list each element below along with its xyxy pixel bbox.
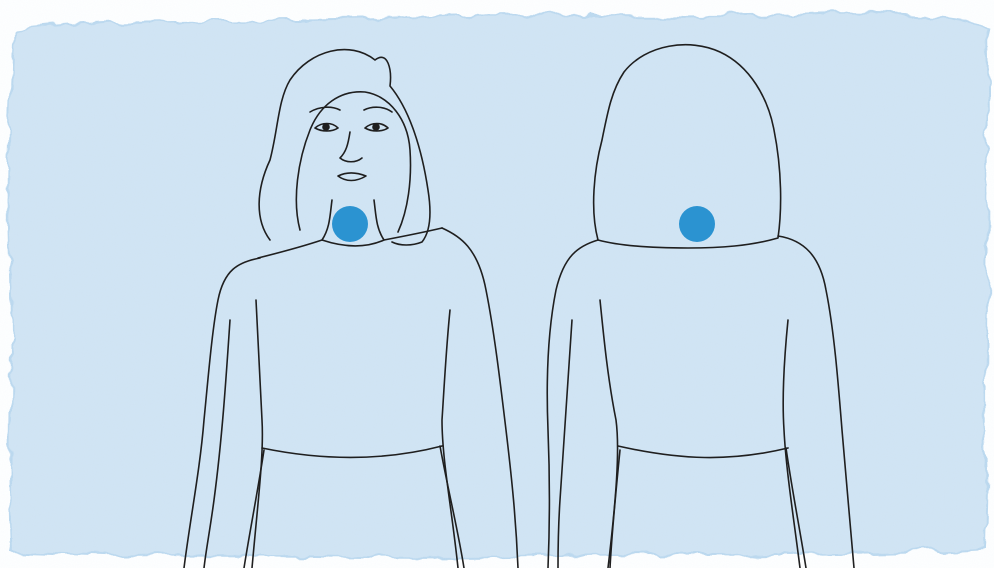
back-figure-drawing <box>520 0 880 568</box>
back-figure <box>520 0 880 568</box>
back-left-arm-outer <box>547 240 598 568</box>
front-right-arm-outer <box>442 228 518 568</box>
front-figure-drawing <box>160 0 540 568</box>
mouth <box>338 173 366 181</box>
front-waistline <box>262 446 442 458</box>
nose <box>340 132 362 162</box>
front-left-arm-outer <box>184 258 260 568</box>
front-figure <box>160 0 540 568</box>
back-right-arm-outer <box>778 236 854 568</box>
front-neck-marker <box>332 206 368 242</box>
back-neck-marker <box>679 206 715 242</box>
back-waistline <box>618 446 788 458</box>
